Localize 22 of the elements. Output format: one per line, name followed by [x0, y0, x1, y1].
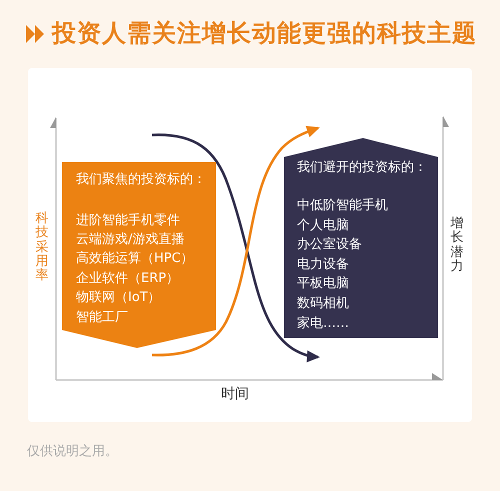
axis-label: 时间	[221, 385, 249, 403]
axis-label: 增长潜力	[450, 217, 464, 274]
axis-label: 科技采用率	[36, 212, 48, 284]
list-item: 电力设备	[297, 256, 349, 274]
footnote: 仅供说明之用。	[27, 443, 118, 461]
list-item: 云端游戏/游戏直播	[76, 230, 184, 249]
list-heading: 我们避开的投资标的：	[297, 159, 427, 177]
list-item: 办公室设备	[297, 236, 362, 254]
list-heading: 我们聚焦的投资标的：	[76, 171, 206, 189]
up-arrow-panel	[284, 138, 438, 338]
list-item: 高效能运算（HPC）	[76, 250, 194, 268]
title: 投资人需关注增长动能更强的科技主题	[52, 19, 477, 47]
list-item: 智能工厂	[76, 308, 128, 326]
list-item: 进阶智能手机零件	[76, 212, 180, 230]
list-item: 企业软件（ERP）	[76, 270, 180, 288]
down-arrow-panel	[62, 162, 216, 348]
list-item: 中低阶智能手机	[297, 197, 388, 215]
list-item: 数码相机	[297, 295, 349, 313]
list-item: 个人电脑	[297, 216, 349, 235]
list-item: 物联网（IoT）	[76, 289, 161, 308]
list-item: 平板电脑	[297, 275, 349, 294]
list-item: 家电……	[297, 314, 349, 333]
